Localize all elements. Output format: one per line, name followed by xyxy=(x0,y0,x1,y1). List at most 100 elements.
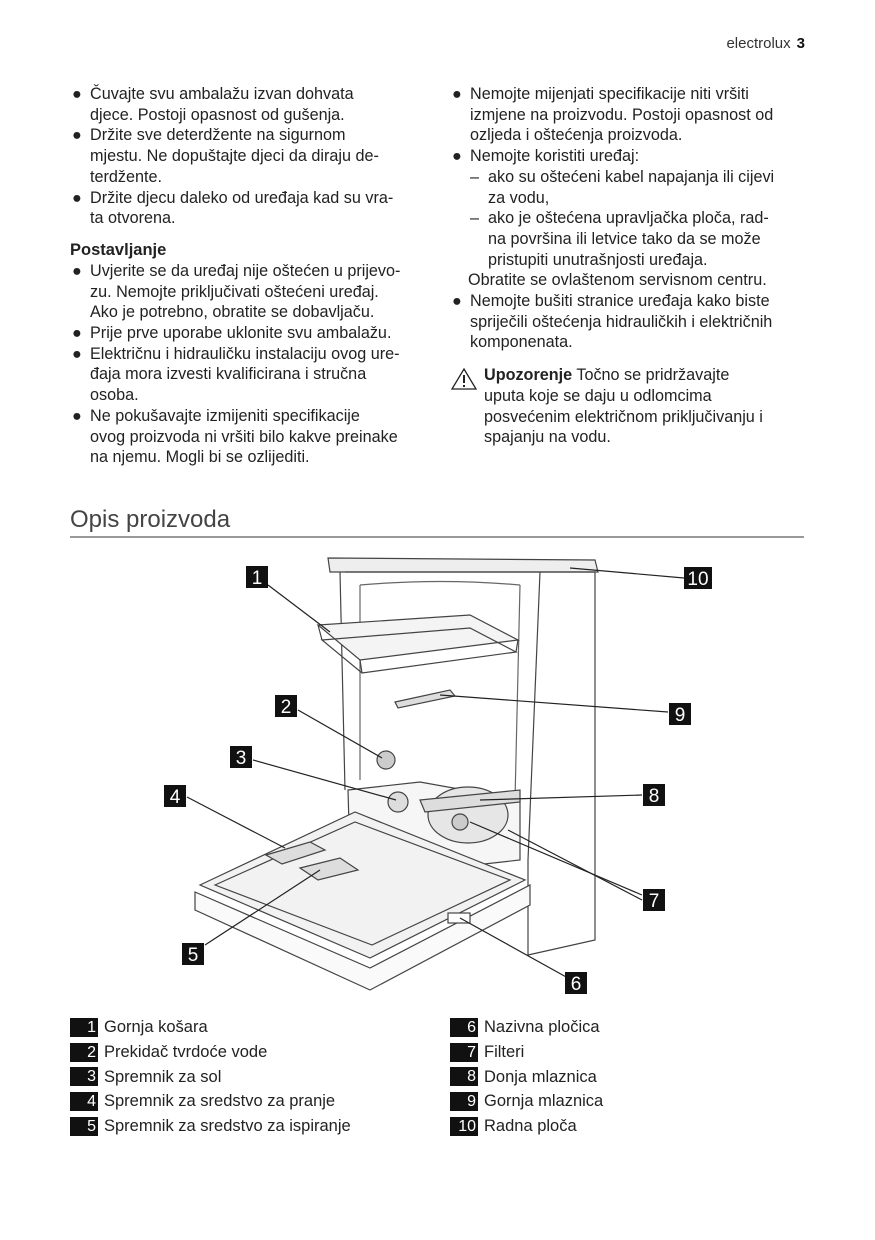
service-note: Obratite se ovlaštenom servisnom centru. xyxy=(468,271,767,290)
callout-box-9 xyxy=(669,703,691,725)
legend-item: 3 Spremnik za sol xyxy=(70,1065,351,1090)
section-title: Opis proizvoda xyxy=(70,506,231,533)
text-line: Električnu i hidrauličku instalaciju ovo… xyxy=(90,344,400,363)
bullet-item: ●Nemojte koristiti uređaj: xyxy=(450,146,810,167)
callout-number: 5 xyxy=(188,945,199,966)
legend-right: 6 Nazivna pločica 7 Filteri 8 Donja mlaznica 9… xyxy=(450,1015,603,1139)
legend-item: 4 Spremnik za sredstvo za pranje xyxy=(70,1089,351,1114)
dash-marker: – xyxy=(470,209,480,228)
bullet-item: ●Nemojte mijenjati specifikacije niti vr… xyxy=(450,84,810,146)
text-line: Uvjerite se da uređaj nije oštećen u pri… xyxy=(90,261,401,280)
bullet-item: ● Čuvajte svu ambalažu izvan dohvata djece… xyxy=(70,84,430,125)
callout-number: 4 xyxy=(170,787,181,808)
left-column: ● Čuvajte svu ambalažu izvan dohvata djece… xyxy=(70,84,430,468)
text-line: ozljeda i oštećenja proizvoda. xyxy=(470,126,683,145)
callout-number: 3 xyxy=(236,748,247,769)
bullet-marker: ● xyxy=(72,324,82,343)
callout-number: 2 xyxy=(281,697,292,718)
text-line: Držite djecu daleko od uređaja kad su vr… xyxy=(90,188,394,207)
text-line: spriječili oštećenja hidrauličkih i elek… xyxy=(470,312,773,331)
legend-text: Spremnik za sredstvo za ispiranje xyxy=(104,1117,351,1136)
callout-box-5 xyxy=(182,943,204,965)
text-line: Nemojte koristiti uređaj: xyxy=(470,147,640,166)
bullet-marker: ● xyxy=(452,292,462,311)
text-line: komponenata. xyxy=(470,333,573,352)
text-line: ako su oštećeni kabel napajanja ili cije… xyxy=(488,167,775,186)
bullet-marker: ● xyxy=(72,406,82,425)
text-line: terdžente. xyxy=(90,167,162,186)
text-line: djece. Postoji opasnost od gušenja. xyxy=(90,105,345,124)
warning-label: Upozorenje xyxy=(484,366,573,385)
warning-text-line: spajanju na vodu. xyxy=(484,428,611,447)
legend-item: 8 Donja mlaznica xyxy=(450,1065,603,1090)
legend-text: Gornja košara xyxy=(104,1018,208,1036)
text-line: pristupiti unutrašnjosti uređaja. xyxy=(488,250,708,269)
legend-text: Radna ploča xyxy=(484,1117,577,1136)
text-line: izmjene na proizvodu. Postoji opasnost o… xyxy=(470,105,774,124)
text-line: zu. Nemojte priključivati oštećeni uređa… xyxy=(90,282,379,301)
legend-text: Gornja mlaznica xyxy=(484,1092,604,1111)
callout-box-6 xyxy=(565,972,587,994)
text-line: Prije prve uporabe uklonite svu ambalažu… xyxy=(90,324,392,343)
callout-number: 7 xyxy=(649,891,660,912)
text-line: Čuvajte svu ambalažu izvan dohvata xyxy=(90,85,354,103)
warning-text-line: uputa koje se daju u odlomcima xyxy=(484,386,712,405)
text-line: Nemojte mijenjati specifikacije niti vrš… xyxy=(470,85,749,103)
legend-text: Filteri xyxy=(484,1042,525,1061)
right-column: ● Nemojte mijenjati specifikacije niti vr… xyxy=(450,84,810,448)
bullet-marker: ● xyxy=(72,85,82,103)
legend-item: 6 Nazivna pločica xyxy=(450,1015,603,1040)
text-line: ovog proizvoda ni vršiti bilo kakve prei… xyxy=(90,427,398,446)
page-number: 3 xyxy=(796,35,805,52)
brand-name: electrolux xyxy=(726,35,791,52)
bullet-marker: ● xyxy=(72,126,82,145)
text-line: ta otvorena. xyxy=(90,209,176,228)
legend-number: 4 xyxy=(70,1092,98,1112)
text-line: Držite sve deterdžente na sigurnom xyxy=(90,126,346,145)
legend-number: 7 xyxy=(450,1042,478,1062)
page-header: electrolux 3 xyxy=(726,35,805,52)
bullet-item: ● Nemojte bušiti stranice uređaja kako bi… xyxy=(450,291,810,353)
dash-marker: – xyxy=(470,167,480,186)
bullet-item: ● Držite djecu daleko od uređaja kad su v… xyxy=(70,188,430,229)
legend-number: 10 xyxy=(450,1117,478,1137)
bullet-item: ●Električnu i hidrauličku instalaciju ov… xyxy=(70,344,430,406)
callout-box-10 xyxy=(684,567,712,589)
legend-item: 10 Radna ploča xyxy=(450,1114,603,1139)
callout-number: 10 xyxy=(687,569,708,590)
callout-box-1 xyxy=(246,566,268,588)
callout-box-3 xyxy=(230,746,252,768)
text-line: osoba. xyxy=(90,386,139,405)
text-line: na površina ili letvice tako da se može xyxy=(488,229,761,248)
text-line: na njemu. Mogli bi se ozlijediti. xyxy=(90,448,310,467)
section-heading-installation: Postavljanje xyxy=(70,240,167,259)
legend-item: 5 Spremnik za sredstvo za ispiranje xyxy=(70,1114,351,1139)
warning-text-line: Točno se pridržavajte xyxy=(576,366,730,385)
callout-box-2 xyxy=(275,695,297,717)
warning-icon xyxy=(450,367,478,390)
text-line: Nemojte bušiti stranice uređaja kako bis… xyxy=(470,292,770,311)
legend-text: Nazivna pločica xyxy=(484,1018,600,1036)
legend-item: 7 Filteri xyxy=(450,1040,603,1065)
legend-number: 6 xyxy=(450,1017,478,1037)
legend-number: 8 xyxy=(450,1067,478,1087)
legend-number: 5 xyxy=(70,1117,98,1137)
text-line: đaja mora izvesti kvalificirana i stručn… xyxy=(90,365,367,384)
callout-number: 1 xyxy=(252,568,263,589)
callout-box-7 xyxy=(643,889,665,911)
callout-number: 9 xyxy=(675,705,686,726)
callout-number: 6 xyxy=(571,974,582,995)
legend-text: Spremnik za sredstvo za pranje xyxy=(104,1092,336,1111)
legend-number: 3 xyxy=(70,1067,98,1087)
legend-text: Donja mlaznica xyxy=(484,1067,597,1086)
text-line: Ne pokušavajte izmijeniti specifikacije xyxy=(90,406,360,425)
bullet-marker: ● xyxy=(72,188,82,207)
sub-list-item: –ako je oštećena upravljačka ploča, rad-… xyxy=(450,208,810,270)
text-line: Ako je potrebno, obratite se dobavljaču. xyxy=(90,303,375,322)
legend-text: Spremnik za sol xyxy=(104,1067,222,1086)
